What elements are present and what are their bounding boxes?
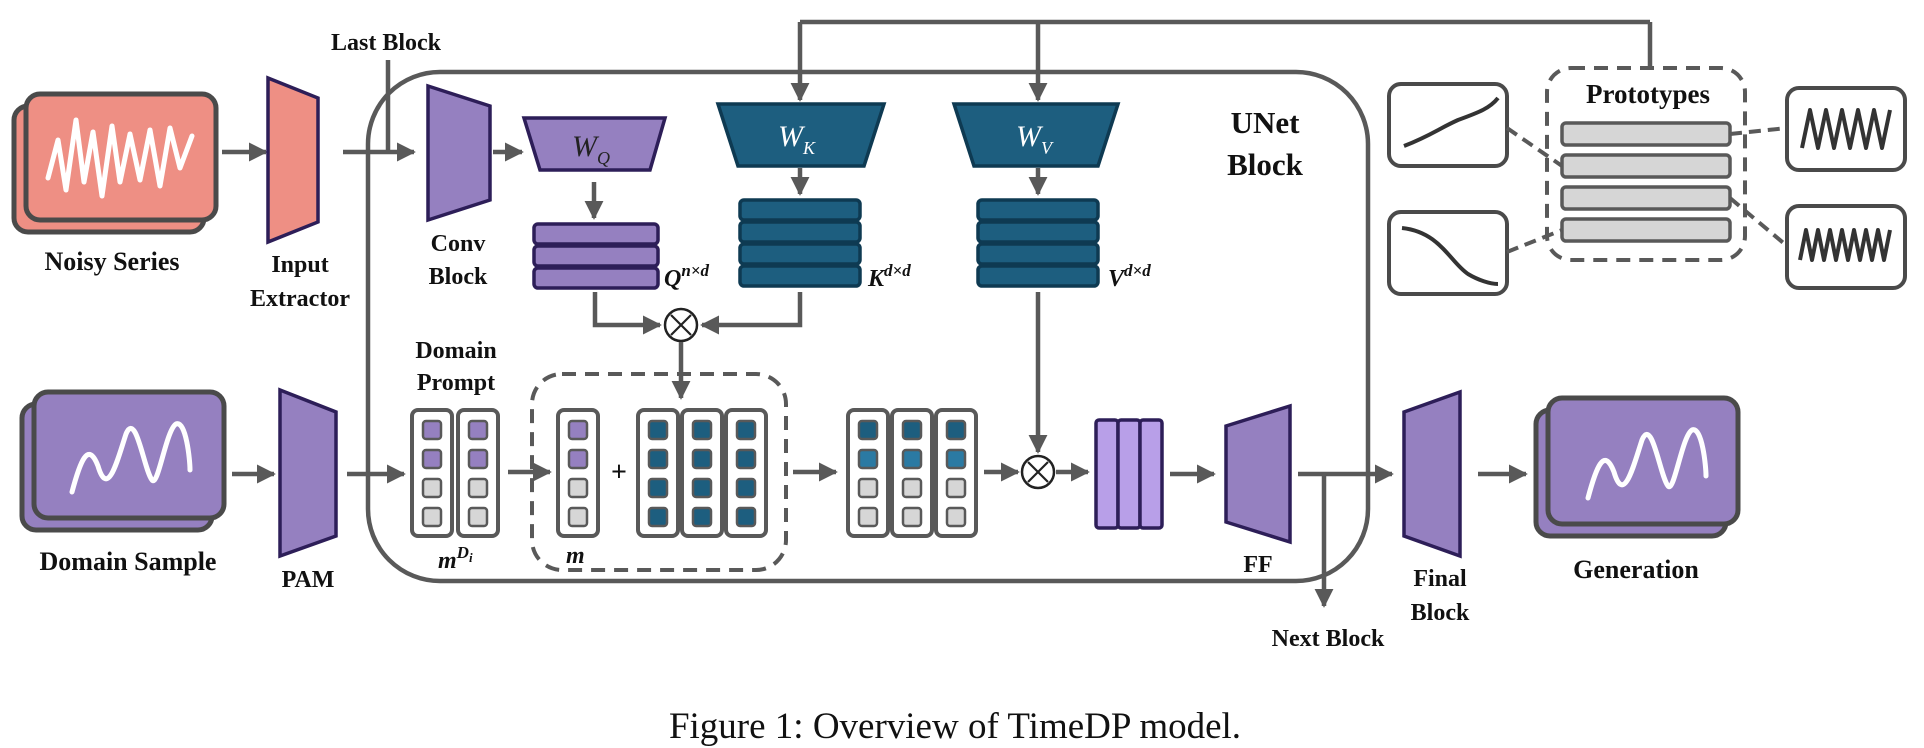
- attn-v-multiply-icon: [1020, 454, 1056, 490]
- prototype-decreasing-curve-icon: [1387, 210, 1509, 296]
- final-block-shape: [1402, 389, 1462, 559]
- generation-label: Generation: [1573, 555, 1699, 584]
- prototype-increasing-curve-icon: [1387, 82, 1509, 168]
- prototypes-group-frame: [1545, 66, 1747, 262]
- conv-block-shape: [426, 83, 492, 223]
- input-extractor-label-line2: Extractor: [250, 286, 350, 312]
- v-matrix: [976, 198, 1100, 288]
- domain-prompt-label-line1: Domain: [415, 338, 496, 364]
- pam-shape: [278, 387, 338, 559]
- k-matrix: [738, 198, 862, 288]
- last-block-label: Last Block: [331, 30, 442, 56]
- domain-sample-label: Domain Sample: [40, 547, 217, 576]
- ff-shape: [1224, 403, 1292, 545]
- m-label: m: [566, 543, 585, 569]
- connector-decreasing: [1506, 228, 1563, 254]
- connector-high-freq: [1728, 196, 1789, 248]
- prototypes-label: Prototypes: [1586, 79, 1710, 109]
- attention-output-vector: [1094, 418, 1164, 530]
- pam-label: PAM: [282, 567, 335, 593]
- next-block-label: Next Block: [1272, 626, 1385, 652]
- ff-label: FF: [1243, 552, 1272, 578]
- generation-icon: [1533, 395, 1741, 539]
- qk-multiply-icon: [663, 307, 699, 343]
- prototype-low-frequency-wave-icon: [1785, 86, 1907, 172]
- unet-block-label-line1: UNet: [1231, 105, 1301, 140]
- noisy-series-label: Noisy Series: [44, 247, 179, 276]
- line-k-to-mult: [700, 292, 803, 335]
- input-extractor-label-line1: Input: [271, 252, 328, 278]
- v-matrix-label: Vd×d: [1108, 261, 1151, 292]
- wq-label: WQ: [572, 130, 610, 168]
- figure-caption: Figure 1: Overview of TimeDP model.: [669, 706, 1241, 747]
- attention-score-matrix: [636, 408, 768, 538]
- conv-block-label-line2: Block: [429, 264, 488, 290]
- wk-projection-shape: [715, 102, 887, 168]
- domain-prompt-matrix: [410, 408, 500, 538]
- wv-label: WV: [1016, 120, 1054, 158]
- unet-block-frame: [365, 69, 1371, 584]
- q-matrix-label: Qn×d: [664, 261, 709, 292]
- m-di-label: mDi: [438, 543, 473, 574]
- input-extractor-shape: [266, 75, 320, 245]
- q-matrix: [532, 222, 660, 290]
- prototype-high-frequency-wave-icon: [1785, 204, 1907, 290]
- plus-sign: +: [611, 457, 627, 488]
- final-block-label-line1: Final: [1413, 566, 1467, 592]
- domain-prompt-label-line2: Prompt: [417, 370, 495, 396]
- connector-increasing: [1505, 126, 1564, 168]
- mask-vector-m: [556, 408, 600, 538]
- unet-block-label-line2: Block: [1227, 147, 1304, 182]
- wq-projection-shape: [521, 116, 668, 172]
- k-matrix-label: Kd×d: [867, 261, 911, 292]
- final-block-label-line2: Block: [1411, 600, 1470, 626]
- wk-label: WK: [778, 120, 816, 158]
- domain-sample-icon: [19, 389, 227, 533]
- prototype-bars: [1560, 121, 1732, 243]
- conv-block-label-line1: Conv: [431, 231, 486, 257]
- wv-projection-shape: [951, 102, 1121, 168]
- masked-attention-matrix: [846, 408, 978, 538]
- line-q-to-mult: [592, 292, 662, 335]
- noisy-series-icon: [11, 91, 219, 235]
- connector-low-freq: [1729, 126, 1788, 136]
- attention-mask-group-frame: [530, 372, 788, 572]
